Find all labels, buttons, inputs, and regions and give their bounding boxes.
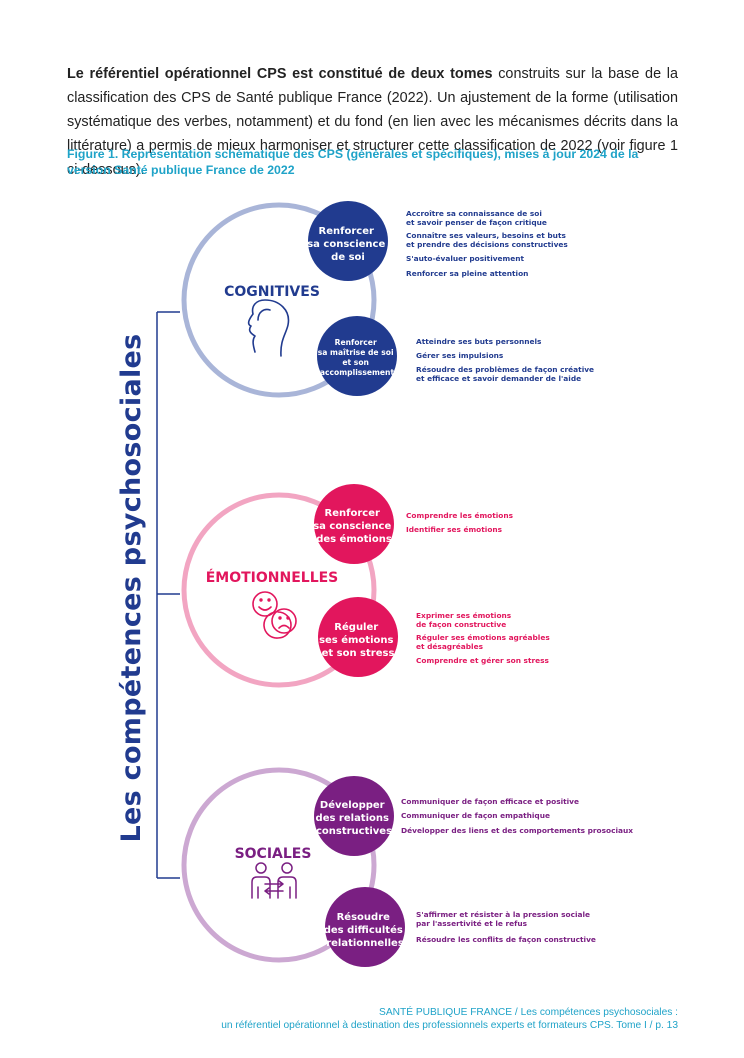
- sub-circle-difficultes: [325, 887, 405, 967]
- items-difficultes: S'affirmer et résister à la pression soc…: [416, 910, 596, 944]
- label-conscience-soi: Renforcer sa conscience de soi: [307, 226, 389, 263]
- group-title-emotionnelles: ÉMOTIONNELLES: [206, 569, 339, 586]
- social-ring: [181, 767, 377, 963]
- footer-line-2: un référentiel opérationnel à destinatio…: [221, 1019, 678, 1031]
- bracket: [156, 311, 180, 879]
- label-relations: Développer des relations constructives: [316, 799, 393, 837]
- items-maitrise-soi: Atteindre ses buts personnels Gérer ses …: [416, 337, 597, 383]
- items-reguler-emotions: Exprimer ses émotions de façon construct…: [416, 611, 552, 665]
- items-conscience-soi: Accroître sa connaissance de soi et savo…: [406, 209, 570, 278]
- items-conscience-emotions: Comprendre les émotions Identifier ses é…: [406, 511, 516, 534]
- label-conscience-emotions: Renforcer sa conscience des émotions: [313, 508, 395, 545]
- group-title-cognitives: COGNITIVES: [224, 284, 320, 300]
- cps-diagram: Les compétences psychosociales COGNITIVE…: [116, 201, 633, 967]
- happy-sad-faces-icon: [252, 591, 297, 639]
- sub-circle-maitrise-soi: [317, 316, 397, 396]
- sub-circle-conscience-soi: [308, 201, 388, 281]
- intro-rest: construits sur la base de la classificat…: [67, 66, 678, 178]
- intro-paragraph: Le référentiel opérationnel CPS est cons…: [67, 62, 678, 182]
- label-maitrise-soi: Renforcer sa maîtrise de soi et son acco…: [318, 338, 396, 377]
- sub-circle-relations: [314, 776, 394, 856]
- two-people-exchange-icon: [251, 862, 297, 899]
- items-relations: Communiquer de façon efficace et positiv…: [401, 797, 633, 835]
- intro-bold: Le référentiel opérationnel CPS est cons…: [67, 66, 493, 82]
- figure-caption: Figure 1. Représentation schématique des…: [67, 147, 639, 177]
- footer-line-1: SANTÉ PUBLIQUE FRANCE / Les compétences …: [379, 1007, 678, 1018]
- head-profile-icon: [247, 299, 290, 357]
- label-difficultes: Résoudre des difficultés relationnelles: [324, 911, 407, 949]
- vertical-title: Les compétences psychosociales: [116, 333, 147, 842]
- emotional-ring: [181, 492, 377, 688]
- group-title-sociales: SOCIALES: [235, 846, 312, 862]
- footer: SANTÉ PUBLIQUE FRANCE / Les compétences …: [221, 1007, 678, 1032]
- cognitive-ring: [181, 202, 377, 398]
- sub-circle-conscience-emotions: [314, 484, 394, 564]
- label-reguler-emotions: Réguler ses émotions et son stress: [319, 621, 397, 659]
- sub-circle-reguler-emotions: [318, 597, 398, 677]
